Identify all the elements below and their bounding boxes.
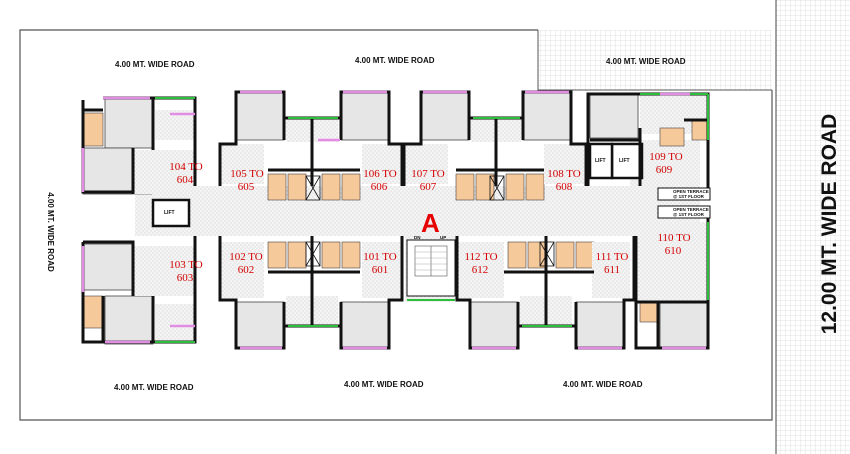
terrace-note-2: OPEN TERRACE@ 1ST FLOOR — [673, 207, 709, 217]
road-label-top-center: 4.00 MT. WIDE ROAD — [355, 56, 435, 65]
main-road-strip — [776, 0, 850, 454]
right-bottom-unit — [634, 218, 710, 350]
road-label-left: 4.00 MT. WIDE ROAD — [46, 192, 55, 272]
lift-label-left: LIFT — [164, 210, 175, 216]
road-label-bottom-right: 4.00 MT. WIDE ROAD — [563, 380, 643, 389]
lift-label-right-2: LIFT — [619, 158, 630, 164]
road-label-bottom-center: 4.00 MT. WIDE ROAD — [344, 380, 424, 389]
wing-label: A — [421, 208, 440, 238]
corridor-shafts — [305, 175, 555, 267]
lift-label-right-1: LIFT — [595, 158, 606, 164]
road-label-bottom-left: 4.00 MT. WIDE ROAD — [114, 383, 194, 392]
terrace-note-1: OPEN TERRACE@ 1ST FLOOR — [673, 189, 709, 199]
bottom-right-units — [455, 236, 636, 350]
hatched-plot — [538, 30, 772, 90]
road-label-top-left: 4.00 MT. WIDE ROAD — [115, 60, 195, 69]
bottom-middle-units — [218, 236, 404, 350]
lift-left — [151, 198, 191, 228]
open-terrace-boxes — [657, 187, 711, 219]
top-center-units — [402, 90, 588, 201]
right-top-units — [586, 92, 710, 200]
stair-down-label: DN — [414, 235, 421, 240]
left-wing-units — [81, 96, 197, 345]
plot-boundary — [19, 29, 773, 421]
road-label-top-right: 4.00 MT. WIDE ROAD — [606, 57, 686, 66]
staircase — [406, 239, 456, 301]
top-middle-units — [218, 90, 404, 201]
stair-up-label: UP — [440, 235, 446, 240]
road-label-main: 12.00 MT. WIDE ROAD — [818, 114, 841, 335]
